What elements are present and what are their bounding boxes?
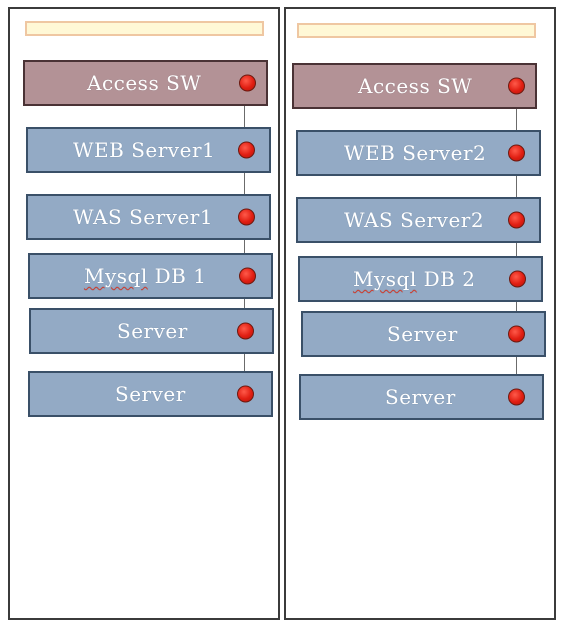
status-led-icon (508, 325, 525, 343)
status-led-icon (239, 74, 256, 92)
device-label: Server (387, 322, 458, 346)
rack-2-server-a: Server (301, 311, 546, 357)
status-led-icon (239, 267, 256, 285)
access-switch-label: Access SW (87, 71, 202, 95)
rack-2-server-b: Server (299, 374, 544, 420)
rack-2-web-server: WEB Server2 (296, 130, 541, 176)
device-label-rest: DB 2 (416, 267, 476, 291)
device-label: Mysql DB 1 (84, 264, 206, 288)
rack-2-label (297, 23, 536, 38)
status-led-icon (238, 141, 255, 159)
status-led-icon (508, 388, 525, 406)
rack-2-mysql-db: Mysql DB 2 (298, 256, 543, 302)
device-label: Server (115, 382, 186, 406)
status-led-icon (237, 322, 254, 340)
rack-1-server-a: Server (29, 308, 274, 354)
status-led-icon (238, 208, 255, 226)
device-label: Server (385, 385, 456, 409)
rack-1-server-b: Server (28, 371, 273, 417)
status-led-icon (508, 144, 525, 162)
access-switch-label: Access SW (358, 74, 473, 98)
rack-2-access-switch: Access SW (292, 63, 537, 109)
status-led-icon (508, 211, 525, 229)
device-label: WAS Server2 (344, 208, 485, 232)
rack-1-was-server: WAS Server1 (26, 194, 271, 240)
status-led-icon (237, 385, 254, 403)
rack-1-web-server: WEB Server1 (26, 127, 271, 173)
spellcheck-word: Mysql (84, 264, 148, 288)
rack-2-was-server: WAS Server2 (296, 197, 541, 243)
rack-2: Access SW WEB Server2 WAS Server2 Mysql … (284, 7, 556, 620)
device-label: WEB Server2 (344, 141, 487, 165)
device-label-rest: DB 1 (147, 264, 207, 288)
device-label: WEB Server1 (73, 138, 216, 162)
device-label: Server (117, 319, 188, 343)
spellcheck-word: Mysql (353, 267, 417, 291)
status-led-icon (508, 77, 525, 95)
rack-1-access-switch: Access SW (23, 60, 268, 106)
rack-1: Access SW WEB Server1 WAS Server1 Mysql … (8, 7, 280, 620)
rack-1-mysql-db: Mysql DB 1 (28, 253, 273, 299)
device-label: Mysql DB 2 (353, 267, 475, 291)
status-led-icon (509, 270, 526, 288)
device-label: WAS Server1 (73, 205, 214, 229)
rack-1-label (25, 21, 264, 36)
